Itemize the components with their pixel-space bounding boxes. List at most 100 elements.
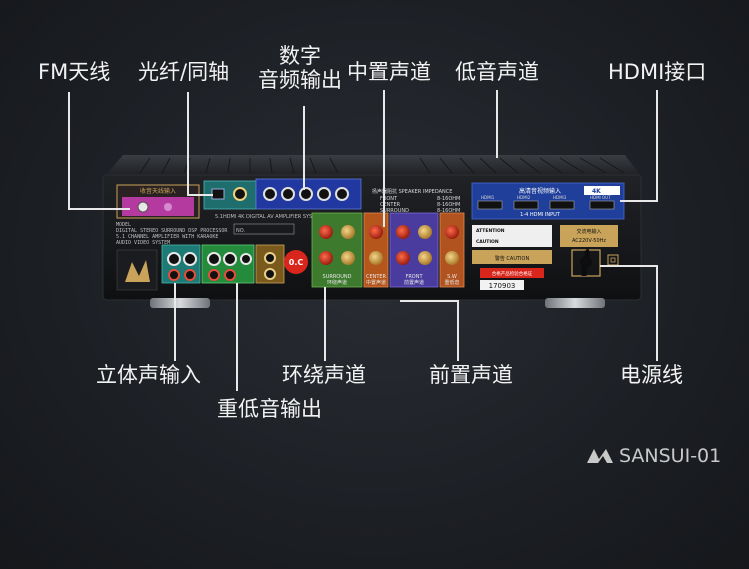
hdmi-4k-badge: 4K [592,188,601,195]
surround-caption-cn: 环绕声道 [327,279,347,286]
svg-text:MODEL: MODEL [116,222,131,228]
front-terminals [396,225,432,265]
hdmi-ports [477,200,615,210]
serial-label-bg [480,280,524,290]
svg-text:8-16OHM: 8-16OHM [437,208,460,214]
svg-text:FRONT: FRONT [380,196,398,202]
hdmi-label-2: HDMI2 [517,195,531,200]
hdmi-label-1: HDMI1 [481,195,495,200]
qc-label-bg [480,268,544,278]
leader-power-h [600,265,657,267]
right-foot [545,298,605,308]
optical-port [211,188,225,200]
top-cover [106,155,640,175]
sw-terminal [445,225,459,239]
model-number-box [233,223,295,235]
label-surround-channel: 环绕声道 [282,363,366,387]
caution-title: CAUTION [476,239,499,245]
left-foot [150,298,210,308]
brand-watermark: SANSUI-01 [585,445,721,467]
center-terminal [369,225,383,239]
leader-digital-v [303,106,305,190]
leader-power-v [656,265,658,361]
label-hdmi-port: HDMI接口 [608,60,707,84]
label-digital-audio-out: 数字 音频输出 [258,44,342,92]
leader-center-v1 [383,90,385,227]
stereo-input-jacks [167,252,197,281]
svg-text:8-16OHM: 8-16OHM [437,202,460,208]
leader-subout-v [236,283,238,391]
leader-optical-v [187,92,189,195]
front-caption: FRONT [405,274,423,280]
svg-text:5.1 CHANNEL AMPLIFIER WITH KAR: 5.1 CHANNEL AMPLIFIER WITH KARAOKE [116,234,218,240]
leader-optical-h [187,194,213,196]
surround-caption: SURROUND [323,274,352,280]
model-number-label: NO. [236,228,245,234]
system-caption: 5.1HDMI 4K DIGITAL AV AMPLIFIER SYSTEM [215,214,323,220]
fm-antenna-screw [164,203,172,211]
leader-hdmi-v [656,90,658,201]
label-front-channel: 前置声道 [429,363,513,387]
svg-text:AUDIO VIDEO SYSTEM: AUDIO VIDEO SYSTEM [116,240,170,246]
center-terminal-2 [369,251,383,265]
aux-jack-2 [264,268,276,280]
svg-text:CENTER: CENTER [380,202,401,208]
power-rating: AC220V-50Hz [572,238,606,244]
sw-terminal-2 [445,251,459,265]
leader-stereo-v [174,283,176,361]
brand-name: SANSUI-01 [619,445,722,467]
oc-badge [284,250,308,274]
leader-surround-v [324,287,326,361]
brand-logo-icon [587,449,613,463]
power-rating-cn: 交流电输入 [576,228,601,235]
sw-caption-cn: 重低音 [444,279,459,286]
leader-fm-h [68,208,130,210]
hdmi-input-caption: 1-4 HDMI INPUT [520,212,561,218]
leader-fm-v [68,92,70,209]
label-optical-coaxial: 光纤/同轴 [138,60,230,84]
fm-antenna-socket [122,197,194,216]
digital-output-jacks [263,187,349,201]
front-caption-cn: 前置声道 [404,279,424,286]
label-power-cord: 电源线 [620,363,683,387]
hdmi-4k-badge-bg [584,186,620,195]
svg-text:DIGITAL STEREO SURROUND DSP PR: DIGITAL STEREO SURROUND DSP PROCESSOR [116,228,228,234]
fm-panel-label: 收音天线输入 [140,187,176,195]
qc-label: 合格产品检验合格证 [492,270,533,277]
surround-panel [311,212,363,288]
hdmi-title: 高清音视频输入 [519,187,561,195]
leader-hdmi-h [620,200,658,202]
panel-logo-area [116,249,158,291]
speaker-impedance-block: 扬声器阻抗 SPEAKER IMPEDANCE FRONT CENTER SUR… [372,188,460,214]
label-digital-line2: 音频输出 [258,68,342,93]
attention-title: ATTENTION [476,228,505,234]
panel-logo-icon [125,260,150,282]
label-digital-line1: 数字 [279,44,321,68]
label-center-channel: 中置声道 [347,60,431,84]
power-rating-panel [560,225,618,247]
sw-caption: S.W [447,274,457,280]
warning-title: 警告 CAUTION [495,255,530,262]
center-caption-cn: 中置声道 [366,279,386,286]
coaxial-port [233,187,247,201]
surround-terminals [319,225,355,265]
front-panel [389,212,439,288]
label-subwoofer-channel: 低音声道 [455,60,539,84]
warning-label [472,250,552,264]
double-insulation-mark-inner [610,257,616,263]
leader-front-h [400,300,459,302]
model-text-block: MODEL DIGITAL STEREO SURROUND DSP PROCES… [116,222,228,246]
leader-subwoofer-v [496,90,498,158]
hdmi-label-3: HDMI3 [553,195,567,200]
leader-front-v [457,300,459,361]
label-subwoofer-output: 重低音输出 [217,397,322,421]
attention-label [472,225,552,247]
aux-jack [264,252,276,264]
hdmi-label-out: HDMI OUT [590,195,611,200]
power-plug [580,256,592,268]
serial-number: 170903 [489,282,516,290]
svg-text:8-16OHM: 8-16OHM [437,196,460,202]
svg-text:SURROUND: SURROUND [380,208,409,214]
fm-antenna-connector [137,201,149,213]
